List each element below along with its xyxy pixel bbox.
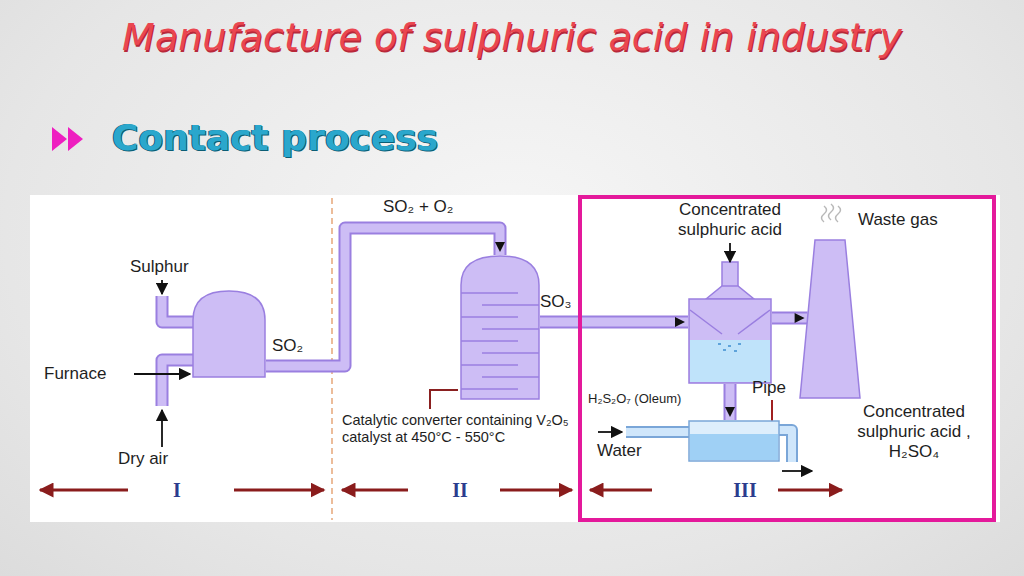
product-label: Concentrated sulphuric acid , H₂SO₄ [846,402,982,462]
pipe-outline [162,360,196,406]
arrow-head [675,317,685,327]
node-heading: Waste gas [858,210,938,230]
catalyst-tray [461,340,518,341]
arrow-head [495,242,505,252]
pipe [772,314,808,323]
converter-body [461,256,539,399]
section-divider [331,198,333,520]
pipe-outline [724,384,737,420]
catalyst-tray [482,304,539,305]
chimney [800,240,860,398]
pipe-connector [725,384,735,420]
furnace-body [193,291,265,377]
water-pipe [626,428,690,436]
catalyst-tray [482,328,539,329]
section-number: II [440,478,480,502]
dilution-tank: H₂S₂O₇ (Oleum) [688,420,780,462]
pipe-outline [540,316,688,329]
inlet-funnel [706,286,754,299]
catalytic-converter-outline [460,255,540,400]
dilution-tank-outline [688,420,780,462]
subtitle: Contact process [112,116,438,160]
inlet-label: Water [597,441,642,461]
bullet-marker [52,127,83,151]
dilution-tank [689,421,779,461]
catalytic-converter: Catalytic converter containing V₂O₅ cata… [460,255,540,400]
node-heading: H₂S₂O₇ (Oleum) [588,391,681,407]
absorption-tower-outline [688,298,772,384]
node-heading: Furnace [44,364,106,384]
catalyst-tray [482,376,539,377]
diagram-panel [30,195,1000,522]
pipe-connector [772,313,808,323]
leader-line [430,390,458,409]
furnace: Furnace [192,290,266,378]
node-heading: Concentrated sulphuric acid [650,200,810,240]
air-pipe [162,360,196,406]
furnace-outline [192,290,266,378]
node-heading: III [725,478,765,502]
pipe-outline [162,296,196,322]
pipe [726,384,735,420]
page-title: Manufacture of sulphuric acid in industr… [0,14,1024,60]
chimney-outline [800,240,860,398]
gas-label: SO₂ + O₂ [383,197,453,217]
section-arrow [342,489,408,492]
catalyst-tray [461,316,518,317]
absorption-tower: Concentrated sulphuric acid [688,298,772,384]
pipe-outline [626,426,690,438]
catalyst-tray [461,292,518,293]
section-arrows [40,489,842,492]
part-label: Pipe [752,378,786,398]
pipe [540,318,688,327]
arrow-head [725,407,735,417]
acid-inlet [722,262,738,288]
acid-liquid [690,434,778,460]
inlet-label: Sulphur [130,257,189,277]
leader-line [771,400,773,422]
leader-arrow [134,373,190,375]
node-heading: Catalytic converter containing V₂O₅ cata… [342,412,574,446]
waste-gas-wisps [822,204,841,222]
pipe-label: SO₃ [540,292,572,312]
section-arrow [40,489,128,492]
section-frame: III Concentrated sulphuric acidH₂S₂O₇ (Ol… [578,195,996,522]
absorption-tower [689,299,771,383]
catalyst-tray [461,364,518,365]
sulphur-pipe [162,296,196,322]
feed-arrow [161,410,163,447]
section-arrow [590,489,652,492]
section-arrow [234,489,324,492]
catalyst-tray [482,352,539,353]
product-arrow [782,470,812,472]
feed-arrow [598,431,622,433]
section-arrow [778,489,842,492]
catalyst-tray [461,388,518,389]
acid-liquid [690,340,770,382]
section-number: I [162,478,192,502]
pipe-outline [772,312,808,325]
chimney: Waste gas [800,240,860,398]
feed-arrow [161,280,163,294]
spray-cone [690,310,770,334]
pipe-connector [540,317,688,327]
arrow-head [795,313,805,323]
section-arrow [500,489,572,492]
inlet-label: Dry air [118,449,168,469]
feed-arrow [729,243,731,262]
spray-drops [718,344,741,351]
pipe-label: SO₂ [272,336,303,356]
